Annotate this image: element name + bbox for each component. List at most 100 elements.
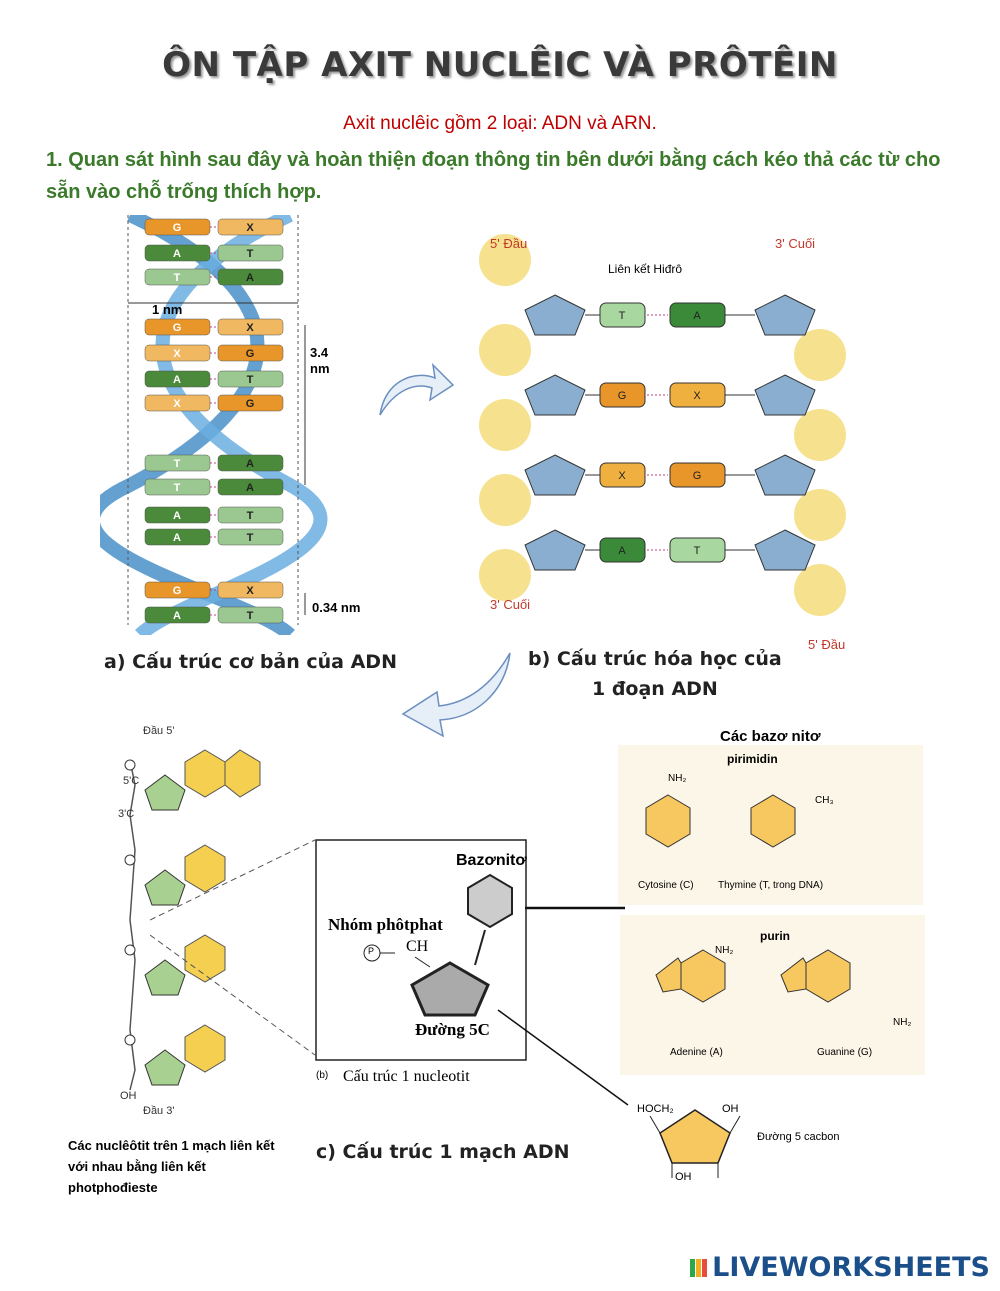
base-pair-right	[217, 244, 284, 262]
base-pair-right	[217, 344, 284, 362]
deoxyribose-sugar	[524, 294, 586, 336]
phosphate-circle	[124, 854, 136, 866]
phosphate-group	[794, 329, 846, 381]
intro-text: Axit nuclêic gồm 2 loại: ADN và ARN.	[343, 113, 657, 134]
strand-note: Các nuclêôtit trên 1 mạch liên kết với n…	[68, 1138, 275, 1195]
caption-b-line1: b) Cấu trúc hóa học của	[528, 648, 782, 670]
base-letter: T	[247, 248, 254, 260]
guanine-nh2: NH₂	[893, 1017, 912, 1028]
thymine-ch3: CH₃	[815, 795, 834, 806]
phosphate-circle	[124, 944, 136, 956]
base-letter: A	[173, 248, 181, 260]
base-letter: X	[246, 585, 254, 597]
caption-b-line2: 1 đoạn ADN	[592, 678, 718, 700]
base-pair-right	[217, 218, 284, 236]
base-pair-right	[217, 581, 284, 599]
pentose-sugar	[649, 1109, 741, 1178]
purine-panel	[620, 915, 925, 1075]
base-hexagon	[184, 749, 226, 798]
base-letter: A	[618, 545, 626, 557]
deoxyribose-sugar	[524, 454, 586, 496]
base-pair-right	[217, 454, 284, 472]
base-pair-right	[217, 394, 284, 412]
base-pair-right	[217, 528, 284, 546]
dau3-label: Đầu 3'	[143, 1105, 175, 1117]
phosphate-circle	[124, 1034, 136, 1046]
base-hexagon	[184, 934, 226, 983]
sugar-pentagon	[144, 869, 186, 906]
sugar-label: Đường 5 cacbon	[757, 1131, 840, 1143]
thymine-label: Thymine (T, trong DNA)	[718, 880, 824, 891]
purin-label: purin	[760, 929, 790, 943]
base-letter: T	[174, 458, 181, 470]
base-letter: T	[174, 482, 181, 494]
sugar-oh-bottom: OH	[675, 1171, 692, 1183]
base-letter: A	[173, 510, 181, 522]
base-letter: G	[173, 585, 182, 597]
base-letter: A	[246, 272, 254, 284]
dna-strand-figure	[124, 749, 261, 1091]
base-letter: X	[173, 348, 181, 360]
cytosine-nh2: NH₂	[668, 773, 687, 784]
c5-label: 5'C	[123, 775, 140, 787]
question-text: 1. Quan sát hình sau đây và hoàn thiện đ…	[46, 149, 941, 203]
deoxyribose-sugar	[524, 529, 586, 571]
width-label-text: 1 nm	[152, 302, 183, 317]
base-pair-right	[217, 268, 284, 286]
base-letter: T	[247, 532, 254, 544]
five-prime-top: 5' Đầu	[490, 236, 528, 251]
three-prime-top: 3' Cuối	[775, 236, 816, 251]
pirimidin-label: pirimidin	[727, 752, 778, 766]
deoxyribose-sugar	[754, 374, 816, 416]
sugar-pentagon	[144, 1049, 186, 1086]
dau5-label: Đầu 5'	[143, 725, 175, 737]
base-letter: X	[693, 390, 701, 402]
arrow-right-icon	[379, 362, 455, 416]
cytosine-label: Cytosine (C)	[638, 880, 694, 891]
sugar-pentagon	[144, 959, 186, 996]
adenine-label: Adenine (A)	[670, 1047, 723, 1058]
liveworksheets-logo: LIVEWORKSHEETS	[690, 1252, 990, 1283]
pitch-label: 3.4 nm	[310, 345, 330, 376]
base-letter: T	[174, 272, 181, 284]
base-letter: G	[618, 390, 627, 402]
base-letter: A	[693, 310, 701, 322]
brand-text: LIVEWORKSHEETS	[712, 1252, 990, 1283]
phosphate-group	[794, 409, 846, 461]
base-letter: G	[246, 398, 255, 410]
phosphate-group	[479, 234, 531, 286]
nucleotide-box-figure	[150, 839, 629, 1106]
base-pair-right	[217, 318, 284, 336]
sugar-pentagon	[144, 774, 186, 811]
phosphate-group	[479, 549, 531, 601]
bases-structures	[645, 794, 851, 1003]
base-pair-right	[217, 370, 284, 388]
base-letter: G	[246, 348, 255, 360]
caption-a: a) Cấu trúc cơ bản của ADN	[104, 651, 397, 673]
base-letter: G	[693, 470, 702, 482]
base-letter: T	[619, 310, 626, 322]
sugar-oh-top: OH	[722, 1103, 739, 1115]
base-letter: T	[247, 610, 254, 622]
guanine-label: Guanine (G)	[817, 1047, 873, 1058]
base-letter: G	[173, 222, 182, 234]
duong5c-label: Đường 5C	[415, 1020, 490, 1039]
base-pair-right	[217, 478, 284, 496]
base-letter: A	[173, 374, 181, 386]
nhom-photphat-label: Nhóm phôtphat	[328, 915, 443, 934]
base-pair-right	[217, 606, 284, 624]
caption-c: c) Cấu trúc 1 mạch ADN	[316, 1141, 570, 1163]
base-letter: G	[173, 322, 182, 334]
base-letter: A	[246, 458, 254, 470]
base-letter: X	[246, 222, 254, 234]
deoxyribose-sugar	[754, 294, 816, 336]
nucleotide-caption: Cấu trúc 1 nucleotit	[343, 1068, 470, 1085]
deoxyribose-sugar	[754, 529, 816, 571]
base-hexagon	[184, 1024, 226, 1073]
bazonito-label: Bazơnitơ	[456, 852, 527, 869]
phosphate-group	[794, 489, 846, 541]
oh-label: OH	[120, 1090, 137, 1102]
base-hexagon	[184, 844, 226, 893]
